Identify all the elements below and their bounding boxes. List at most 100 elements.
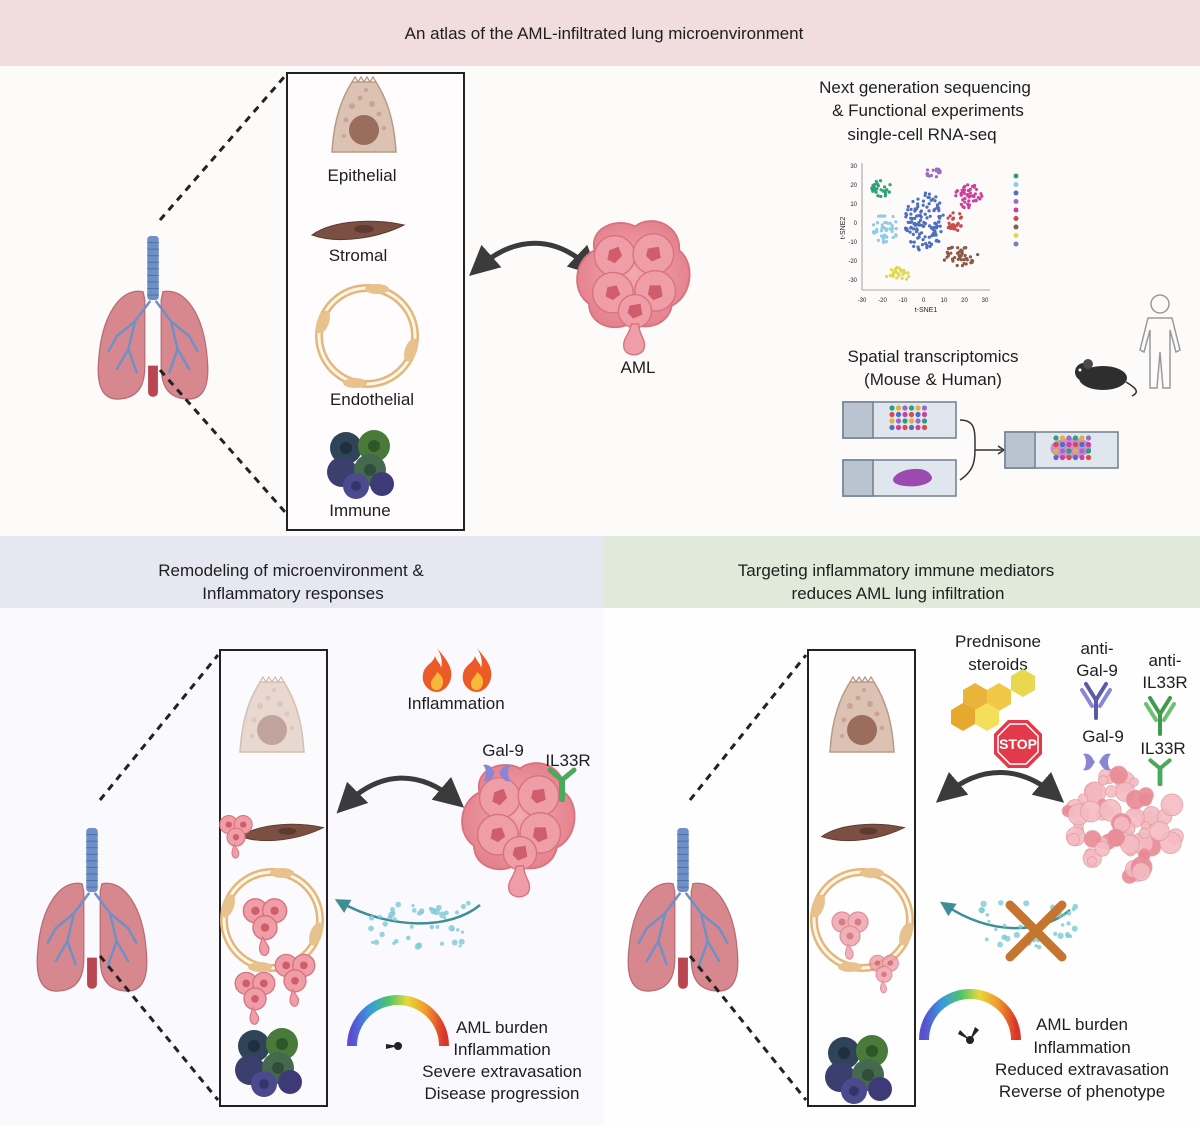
tsne-point: [950, 245, 954, 249]
spatial-spot: [915, 411, 921, 418]
tsne-xtick: 30: [982, 298, 989, 304]
zoom-line-right-top: [688, 654, 808, 801]
tsne-point: [890, 268, 894, 272]
factor-dot: [985, 912, 990, 917]
aml-fragment: [1131, 862, 1151, 882]
tsne-point: [936, 220, 941, 224]
tsne-legend-dot: [1013, 241, 1019, 247]
tsne-point: [890, 274, 894, 278]
factor-dot: [1001, 934, 1007, 940]
aml-fragment: [1094, 840, 1111, 857]
tsne-point: [881, 189, 886, 193]
tsne-point: [911, 199, 915, 204]
factor-dot: [1062, 913, 1066, 917]
zoom-line-bottom: [158, 369, 287, 513]
tsne-point: [909, 216, 913, 220]
spatial-spot: [1079, 448, 1085, 454]
steroid-molecule-icon: [951, 669, 1035, 731]
tsne-point: [924, 242, 928, 246]
factor-dot: [448, 925, 455, 932]
spatial-spot: [1072, 435, 1079, 441]
factor-dot: [465, 900, 471, 906]
factor-dot: [392, 941, 396, 945]
tsne-point: [872, 230, 876, 234]
tsne-point: [916, 245, 920, 249]
zoom-line-left-top: [98, 654, 220, 801]
tsne-point: [980, 194, 984, 198]
tsne-point: [881, 214, 885, 218]
tsne-point: [891, 214, 895, 219]
aml-fragment: [1106, 828, 1126, 847]
tsne-point: [872, 182, 877, 187]
tsne-legend-dot: [1013, 216, 1019, 221]
factor-dot: [1066, 921, 1071, 926]
tsne-point: [951, 259, 955, 263]
tsne-point: [937, 209, 941, 213]
aml-fragment: [1086, 856, 1097, 867]
right-outcome-3: Reduced extravasation: [995, 1060, 1169, 1079]
tsne-ylabel: t-SNE2: [840, 217, 847, 240]
tsne-point: [976, 252, 980, 257]
tsne-point: [899, 268, 904, 272]
spatial-spot: [889, 418, 895, 424]
factor-dot: [439, 911, 446, 919]
aml-cells-dispersed-icon: [1061, 765, 1184, 884]
aml-fragment: [1137, 848, 1151, 861]
tsne-point: [874, 179, 878, 184]
factor-dot: [451, 939, 458, 946]
tsne-legend-dot: [1013, 190, 1019, 196]
tsne-point: [895, 265, 899, 269]
tsne-point: [959, 258, 964, 262]
tsne-point: [923, 191, 928, 195]
factor-dot: [443, 916, 447, 920]
tsne-point: [874, 190, 878, 194]
tsne-point: [936, 204, 940, 209]
tsne-legend-dot: [1013, 173, 1019, 179]
factor-dot: [444, 910, 449, 916]
tsne-point: [958, 212, 962, 216]
tsne-point: [928, 244, 932, 249]
tsne-point: [946, 216, 950, 220]
tsne-point: [896, 272, 901, 276]
tsne-legend-dot: [1013, 207, 1019, 213]
tsne-point: [923, 212, 927, 216]
tsne-legend-dot: [1013, 182, 1019, 187]
tsne-point: [890, 229, 894, 234]
spatial-spot: [1053, 448, 1059, 454]
spatial-spot: [895, 405, 902, 411]
spatial-spot: [889, 405, 895, 411]
tsne-point: [888, 183, 892, 187]
tsne-point: [928, 214, 932, 218]
tsne-ytick: -10: [848, 240, 857, 246]
tsne-point: [913, 216, 917, 220]
left-outcome-2: Inflammation: [453, 1040, 550, 1059]
factor-dot: [392, 917, 397, 922]
tsne-point: [879, 188, 883, 192]
tsne-point: [934, 195, 938, 199]
mouse-icon: [1075, 359, 1137, 397]
ngs-line3: single-cell RNA-seq: [847, 125, 996, 144]
tsne-point: [909, 212, 913, 216]
spatial-spot: [915, 424, 921, 431]
tsne-point: [884, 239, 889, 244]
tsne-point: [905, 277, 909, 281]
tsne-xtick: -10: [899, 298, 908, 304]
aml-fragment: [1138, 827, 1150, 839]
tsne-point: [921, 199, 926, 203]
epithelial-label: Epithelial: [328, 166, 397, 185]
factor-dot: [435, 925, 440, 929]
tsne-point: [916, 197, 920, 201]
endothelial-label: Endothelial: [330, 390, 414, 409]
tsne-point: [953, 227, 957, 231]
tsne-point: [878, 179, 883, 183]
slide-merge-bracket: [959, 419, 1002, 481]
spatial-spot: [895, 411, 902, 418]
tsne-legend-dot: [1013, 224, 1019, 230]
tsne-point: [892, 270, 896, 274]
tsne-point: [932, 225, 937, 229]
aml-fragment: [1104, 785, 1118, 798]
factor-dot: [987, 919, 991, 923]
gal9-label-right: Gal-9: [1082, 727, 1124, 746]
